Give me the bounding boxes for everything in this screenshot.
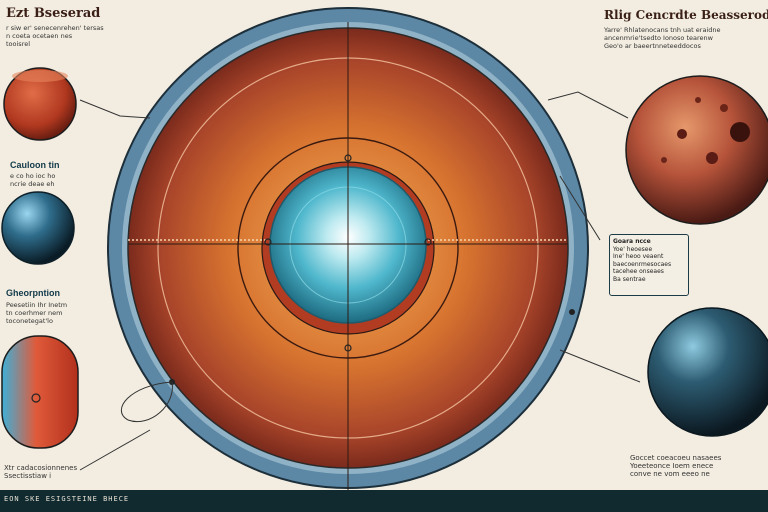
cool-label: Cauloon tin (10, 160, 60, 170)
cross-section (107, 7, 589, 500)
footer-text: EON SKE ESIGSTEINE BHECE (4, 495, 130, 503)
blue-sphere-icon (1, 191, 75, 265)
callout-box: Goara ncce Yoe' heoesee Ine' heoo veaent… (609, 234, 689, 296)
dark-sphere-icon (647, 307, 768, 437)
gradient-label: Gheorpntion (6, 288, 60, 298)
footer-bar: EON SKE ESIGSTEINE BHECE (0, 490, 768, 512)
mars-planet-icon-left (3, 67, 77, 141)
mars-planet-icon (625, 75, 768, 225)
leader-lines (79, 91, 641, 471)
gradient-cylinder-icon (1, 335, 79, 449)
right-title: Rlig Cencrdte Beasserod (604, 8, 768, 22)
left-title: Ezt Bseserad (6, 6, 101, 21)
